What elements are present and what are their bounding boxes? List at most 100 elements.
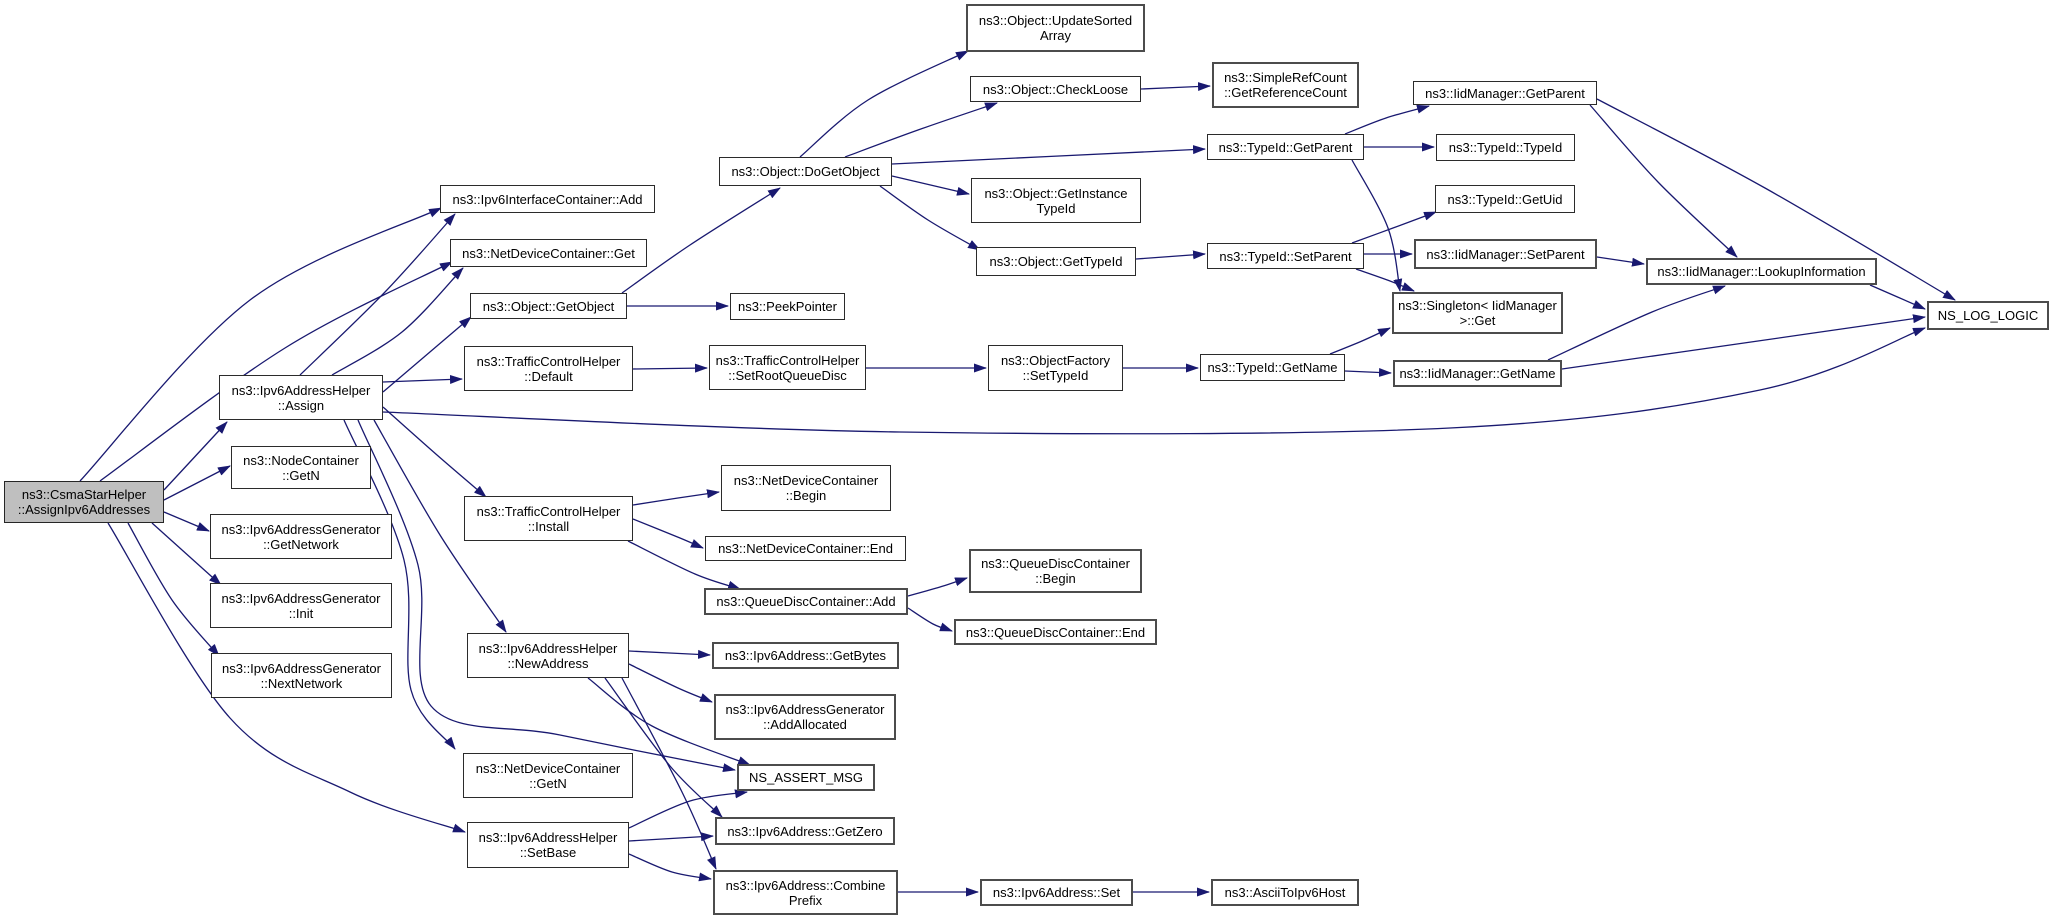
edge-iidmanager_setparent-to-iidmanager_lookupinformation: [1596, 256, 1645, 267]
graph-node-ns_assert_msg[interactable]: NS_ASSERT_MSG: [737, 764, 875, 791]
graph-node-iidmanager_setparent[interactable]: ns3::IidManager::SetParent: [1414, 239, 1597, 269]
edge-ipv6addresshelper_newaddress-to-ipv6address_getzero: [604, 677, 723, 818]
graph-node-ipv6address_set[interactable]: ns3::Ipv6Address::Set: [980, 879, 1133, 906]
graph-node-typeid_getparent[interactable]: ns3::TypeId::GetParent: [1207, 134, 1364, 160]
edge-iidmanager_lookupinformation-to-ns_log_logic: [1869, 284, 1926, 310]
edge-tch_install-to-netdevicecontainer_begin: [632, 489, 720, 506]
graph-node-ipv6addresshelper_assign[interactable]: ns3::Ipv6AddressHelper::Assign: [219, 375, 383, 420]
graph-node-label: ns3::Ipv6Address::Set: [992, 885, 1121, 900]
graph-node-objectfactory_settypeid[interactable]: ns3::ObjectFactory::SetTypeId: [988, 345, 1123, 391]
graph-node-tch_default[interactable]: ns3::TrafficControlHelper::Default: [464, 346, 633, 391]
graph-node-ipv6addressgenerator_init[interactable]: ns3::Ipv6AddressGenerator::Init: [210, 583, 392, 628]
edge-ipv6addresshelper_setbase-to-ipv6address_getzero: [628, 832, 714, 842]
graph-node-netdevicecontainer_getn[interactable]: ns3::NetDeviceContainer::GetN: [463, 753, 633, 798]
edge-ipv6addresshelper_newaddress-to-ipv6address_combineprefix: [621, 677, 717, 870]
graph-node-queuedisccontainer_end[interactable]: ns3::QueueDiscContainer::End: [954, 619, 1157, 645]
graph-node-label: ::SetBase: [519, 845, 577, 860]
graph-node-ipv6addressgenerator_addallocated[interactable]: ns3::Ipv6AddressGenerator::AddAllocated: [714, 694, 896, 740]
graph-node-netdevicecontainer_get[interactable]: ns3::NetDeviceContainer::Get: [450, 239, 647, 267]
graph-node-queuedisccontainer_add[interactable]: ns3::QueueDiscContainer::Add: [704, 588, 908, 615]
edge-typeid_setparent-to-singleton_iidmanager_get: [1355, 268, 1415, 292]
graph-node-label: ns3::Ipv6Address::GetBytes: [724, 648, 887, 663]
edge-ipv6addresshelper_setbase-to-ns_assert_msg: [628, 789, 748, 829]
graph-node-label: ::Default: [524, 368, 573, 384]
graph-node-label: ns3::Object::UpdateSorted: [978, 13, 1133, 28]
graph-node-label: ns3::NetDeviceContainer::Get: [462, 245, 635, 261]
graph-node-asciitoipv6host[interactable]: ns3::AsciiToIpv6Host: [1211, 879, 1359, 906]
graph-node-label: ns3::NodeContainer: [243, 452, 359, 468]
edge-typeid_setparent-to-typeid_getuid: [1351, 211, 1437, 244]
edge-csma_assignipv6addresses-to-ipv6addressgenerator_nextnetwork: [127, 522, 220, 657]
graph-node-singleton_iidmanager_get[interactable]: ns3::Singleton< IidManager>::Get: [1392, 292, 1563, 334]
graph-node-label: ns3::TypeId::GetUid: [1447, 191, 1563, 207]
graph-node-ipv6addresshelper_newaddress[interactable]: ns3::Ipv6AddressHelper::NewAddress: [467, 633, 629, 678]
graph-node-label: ::Begin: [1035, 571, 1076, 586]
graph-node-queuedisccontainer_begin[interactable]: ns3::QueueDiscContainer::Begin: [969, 549, 1142, 593]
graph-node-iidmanager_lookupinformation[interactable]: ns3::IidManager::LookupInformation: [1646, 258, 1877, 285]
graph-node-object_getobject[interactable]: ns3::Object::GetObject: [470, 293, 627, 319]
graph-node-label: ns3::Ipv6InterfaceContainer::Add: [452, 191, 643, 207]
graph-node-label: ns3::Ipv6AddressHelper: [478, 640, 618, 656]
graph-node-label: ns3::CsmaStarHelper: [21, 487, 147, 502]
graph-node-ipv6addresshelper_setbase[interactable]: ns3::Ipv6AddressHelper::SetBase: [467, 822, 629, 868]
graph-node-label: ::AssignIpv6Addresses: [17, 502, 151, 517]
edge-ipv6addresshelper_assign-to-ns_assert_msg: [357, 419, 736, 773]
graph-node-typeid_getuid[interactable]: ns3::TypeId::GetUid: [1435, 185, 1575, 213]
graph-node-ipv6interfacecontainer_add[interactable]: ns3::Ipv6InterfaceContainer::Add: [440, 185, 655, 213]
graph-node-ipv6addressgenerator_nextnetwork[interactable]: ns3::Ipv6AddressGenerator::NextNetwork: [211, 653, 392, 698]
edge-object_dogetobject-to-object_updatesortedarray: [799, 50, 969, 158]
graph-node-netdevicecontainer_begin[interactable]: ns3::NetDeviceContainer::Begin: [721, 465, 891, 511]
edge-csma_assignipv6addresses-to-netdevicecontainer_get: [99, 261, 453, 482]
graph-node-label: ::Assign: [277, 397, 325, 413]
graph-node-label: ns3::SimpleRefCount: [1224, 70, 1347, 85]
graph-node-ipv6address_getzero[interactable]: ns3::Ipv6Address::GetZero: [715, 817, 895, 845]
graph-node-object_checkloose[interactable]: ns3::Object::CheckLoose: [970, 76, 1141, 102]
graph-node-label: ns3::Object::GetTypeId: [989, 254, 1123, 269]
graph-node-csma_assignipv6addresses[interactable]: ns3::CsmaStarHelper::AssignIpv6Addresses: [4, 481, 164, 523]
graph-node-ipv6addressgenerator_getnetwork[interactable]: ns3::Ipv6AddressGenerator::GetNetwork: [210, 514, 392, 559]
graph-node-typeid_getname[interactable]: ns3::TypeId::GetName: [1200, 354, 1345, 381]
graph-node-tch_install[interactable]: ns3::TrafficControlHelper::Install: [464, 496, 633, 541]
graph-node-object_gettypeid[interactable]: ns3::Object::GetTypeId: [976, 247, 1136, 276]
edge-csma_assignipv6addresses-to-ipv6addressgenerator_init: [151, 522, 222, 586]
graph-node-label: ns3::Singleton< IidManager: [1398, 298, 1557, 313]
graph-node-label: ns3::TrafficControlHelper: [476, 503, 621, 519]
graph-node-netdevicecontainer_end[interactable]: ns3::NetDeviceContainer::End: [705, 536, 906, 561]
graph-node-label: ns3::Ipv6AddressGenerator: [221, 521, 381, 537]
graph-node-typeid_setparent[interactable]: ns3::TypeId::SetParent: [1207, 243, 1364, 269]
graph-node-label: ns3::Ipv6AddressHelper: [231, 382, 371, 398]
graph-node-label: ::Begin: [785, 488, 827, 503]
graph-node-simplerefcount_getreferencecount[interactable]: ns3::SimpleRefCount::GetReferenceCount: [1212, 62, 1359, 108]
edge-csma_assignipv6addresses-to-ipv6addressgenerator_getnetwork: [163, 511, 210, 532]
graph-node-nodecontainer_getn[interactable]: ns3::NodeContainer::GetN: [231, 446, 371, 489]
graph-node-label: ::Init: [288, 605, 314, 621]
edge-typeid_getname-to-iidmanager_getname: [1344, 367, 1392, 377]
graph-node-label: ns3::AsciiToIpv6Host: [1224, 885, 1346, 900]
graph-node-peekpointer[interactable]: ns3::PeekPointer: [730, 293, 845, 320]
graph-node-label: ::GetN: [282, 467, 320, 483]
edge-ipv6addresshelper_assign-to-object_getobject: [382, 316, 472, 393]
graph-node-label: ns3::Ipv6AddressHelper: [478, 830, 618, 845]
graph-node-typeid_typeid[interactable]: ns3::TypeId::TypeId: [1436, 134, 1575, 161]
graph-node-label: ns3::IidManager::SetParent: [1426, 246, 1585, 262]
edge-iidmanager_getname-to-ns_log_logic: [1561, 314, 1926, 370]
graph-node-iidmanager_getparent[interactable]: ns3::IidManager::GetParent: [1413, 81, 1597, 105]
edge-ipv6addresshelper_newaddress-to-ipv6address_getbytes: [628, 649, 711, 659]
graph-node-tch_setrootqueuedisc[interactable]: ns3::TrafficControlHelper::SetRootQueueD…: [709, 345, 866, 390]
graph-node-object_dogetobject[interactable]: ns3::Object::DoGetObject: [719, 157, 892, 186]
graph-node-ns_log_logic[interactable]: NS_LOG_LOGIC: [1927, 301, 2049, 330]
graph-node-iidmanager_getname[interactable]: ns3::IidManager::GetName: [1393, 360, 1562, 387]
graph-node-label: ::AddAllocated: [763, 717, 847, 732]
graph-node-label: ns3::IidManager::GetName: [1399, 366, 1556, 381]
edge-object_checkloose-to-simplerefcount_getreferencecount: [1140, 82, 1211, 92]
edge-ipv6addresshelper_assign-to-ns_log_logic: [382, 327, 1926, 435]
graph-node-ipv6address_getbytes[interactable]: ns3::Ipv6Address::GetBytes: [712, 642, 899, 669]
edge-object_dogetobject-to-typeid_getparent: [891, 145, 1206, 165]
edge-ipv6addresshelper_assign-to-netdevicecontainer_get: [331, 267, 464, 376]
edge-tch_install-to-queuedisccontainer_add: [627, 540, 741, 590]
